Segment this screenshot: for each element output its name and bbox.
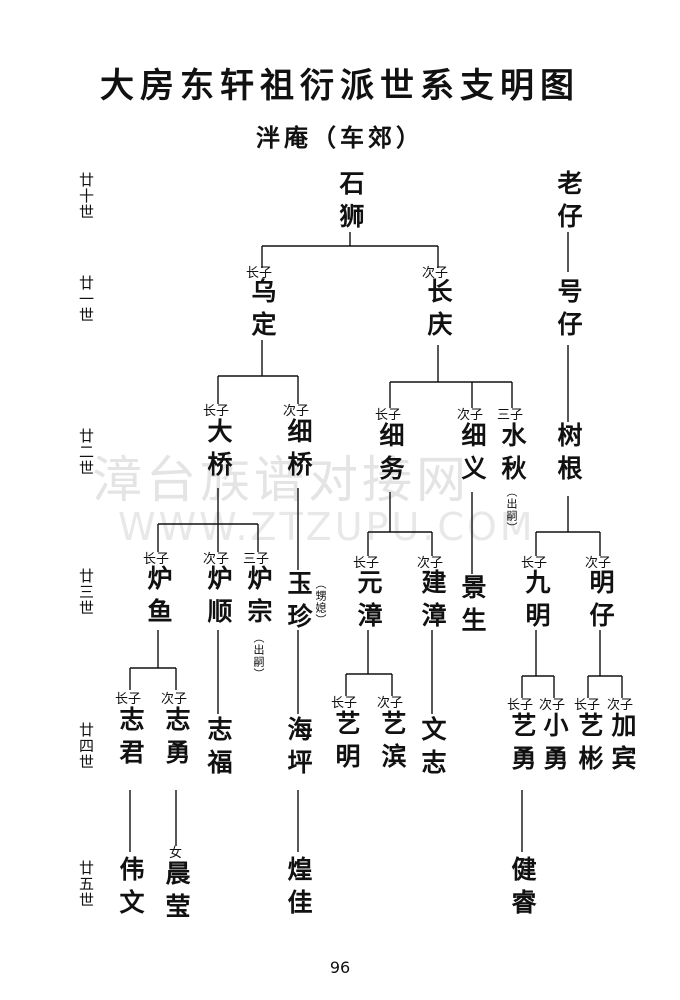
label-mingzai: 次子 (585, 556, 612, 571)
person-laozai: 老仔 (554, 170, 583, 236)
label-jiuming: 长子 (521, 556, 548, 571)
note-shuiqiu-adopted-out: （出嗣） (505, 486, 518, 534)
person-yuzhen: 玉珍 (284, 570, 313, 636)
page-number: 96 (329, 958, 351, 977)
person-jiabin: 加宾 (608, 712, 637, 778)
generation-20: 廿十世 (77, 172, 95, 220)
person-luyu: 炉鱼 (144, 565, 173, 631)
label-jianzhang: 次子 (417, 556, 444, 571)
person-chenying: 晨莹 (162, 860, 191, 926)
person-luzong: 炉宗 (244, 565, 273, 631)
label-changqing: 次子 (422, 266, 449, 281)
label-yiming: 长子 (331, 696, 358, 711)
label-zhiyong: 次子 (161, 692, 188, 707)
person-yibin2: 艺彬 (575, 712, 604, 778)
person-changqing: 长庆 (424, 278, 453, 344)
label-yuanzhang: 长子 (353, 556, 380, 571)
generation-23: 廿三世 (77, 568, 95, 616)
label-luyu: 长子 (143, 552, 170, 567)
person-shuiqiu: 水秋 (498, 422, 527, 488)
label-xiwu: 长子 (375, 408, 402, 423)
person-huangjia: 煌佳 (284, 856, 313, 922)
watermark-en: WWW.ZTZUPU.COM (118, 505, 536, 549)
person-haozai: 号仔 (554, 278, 583, 344)
person-shishi: 石狮 (336, 170, 365, 236)
person-shugen: 树根 (554, 422, 583, 488)
label-zhijun: 长子 (115, 692, 142, 707)
person-jianrui: 健睿 (508, 856, 537, 922)
label-luzong: 三子 (243, 552, 270, 567)
person-lushun: 炉顺 (204, 565, 233, 631)
person-wenzhi: 文志 (418, 716, 447, 782)
label-xiqiao: 次子 (283, 404, 310, 419)
person-yibin: 艺滨 (378, 710, 407, 776)
person-haiping: 海坪 (284, 716, 313, 782)
label-yiyong: 长子 (507, 698, 534, 713)
label-jiabin: 次子 (607, 698, 634, 713)
person-zhijun: 志君 (116, 706, 145, 772)
person-yiming: 艺明 (332, 710, 361, 776)
person-mingzai: 明仔 (586, 569, 615, 635)
person-zhiyong: 志勇 (162, 706, 191, 772)
person-xiaoyong: 小勇 (540, 712, 569, 778)
note-yuzhen-nephew-wife: （甥媳） (314, 578, 327, 626)
person-xiyi: 细义 (458, 422, 487, 488)
label-xiyi: 次子 (457, 408, 484, 423)
generation-22: 廿二世 (77, 428, 95, 476)
page-title: 大房东轩祖衍派世系支明图 (100, 66, 580, 106)
generation-24: 廿四世 (77, 722, 95, 770)
watermark-cn: 漳台族谱对接网 (92, 451, 470, 509)
generation-21: 廿一世 (77, 275, 95, 323)
person-daqiao: 大桥 (204, 418, 233, 484)
label-daqiao: 长子 (203, 404, 230, 419)
page-subtitle: 泮庵（车郊） (256, 123, 424, 152)
label-shuiqiu: 三子 (497, 408, 524, 423)
person-yiyong: 艺勇 (508, 712, 537, 778)
person-zhifu: 志福 (204, 716, 233, 782)
person-xiwu: 细务 (376, 422, 405, 488)
label-yibin2: 长子 (574, 698, 601, 713)
person-jiuming: 九明 (522, 569, 551, 635)
person-weiwen: 伟文 (116, 856, 145, 922)
label-yibin: 次子 (377, 696, 404, 711)
person-yuanzhang: 元漳 (354, 569, 383, 635)
label-wuding: 长子 (246, 266, 273, 281)
generation-25: 廿五世 (77, 860, 95, 908)
label-chenying: 女 (169, 846, 183, 861)
note-luzong-adopted-out: （出嗣） (252, 632, 265, 680)
person-jianzhang: 建漳 (418, 569, 447, 635)
person-jingsheng: 景生 (458, 574, 487, 640)
person-xiqiao: 细桥 (284, 418, 313, 484)
label-xiaoyong: 次子 (539, 698, 566, 713)
label-lushun: 次子 (203, 552, 230, 567)
person-wuding: 乌定 (248, 278, 277, 344)
